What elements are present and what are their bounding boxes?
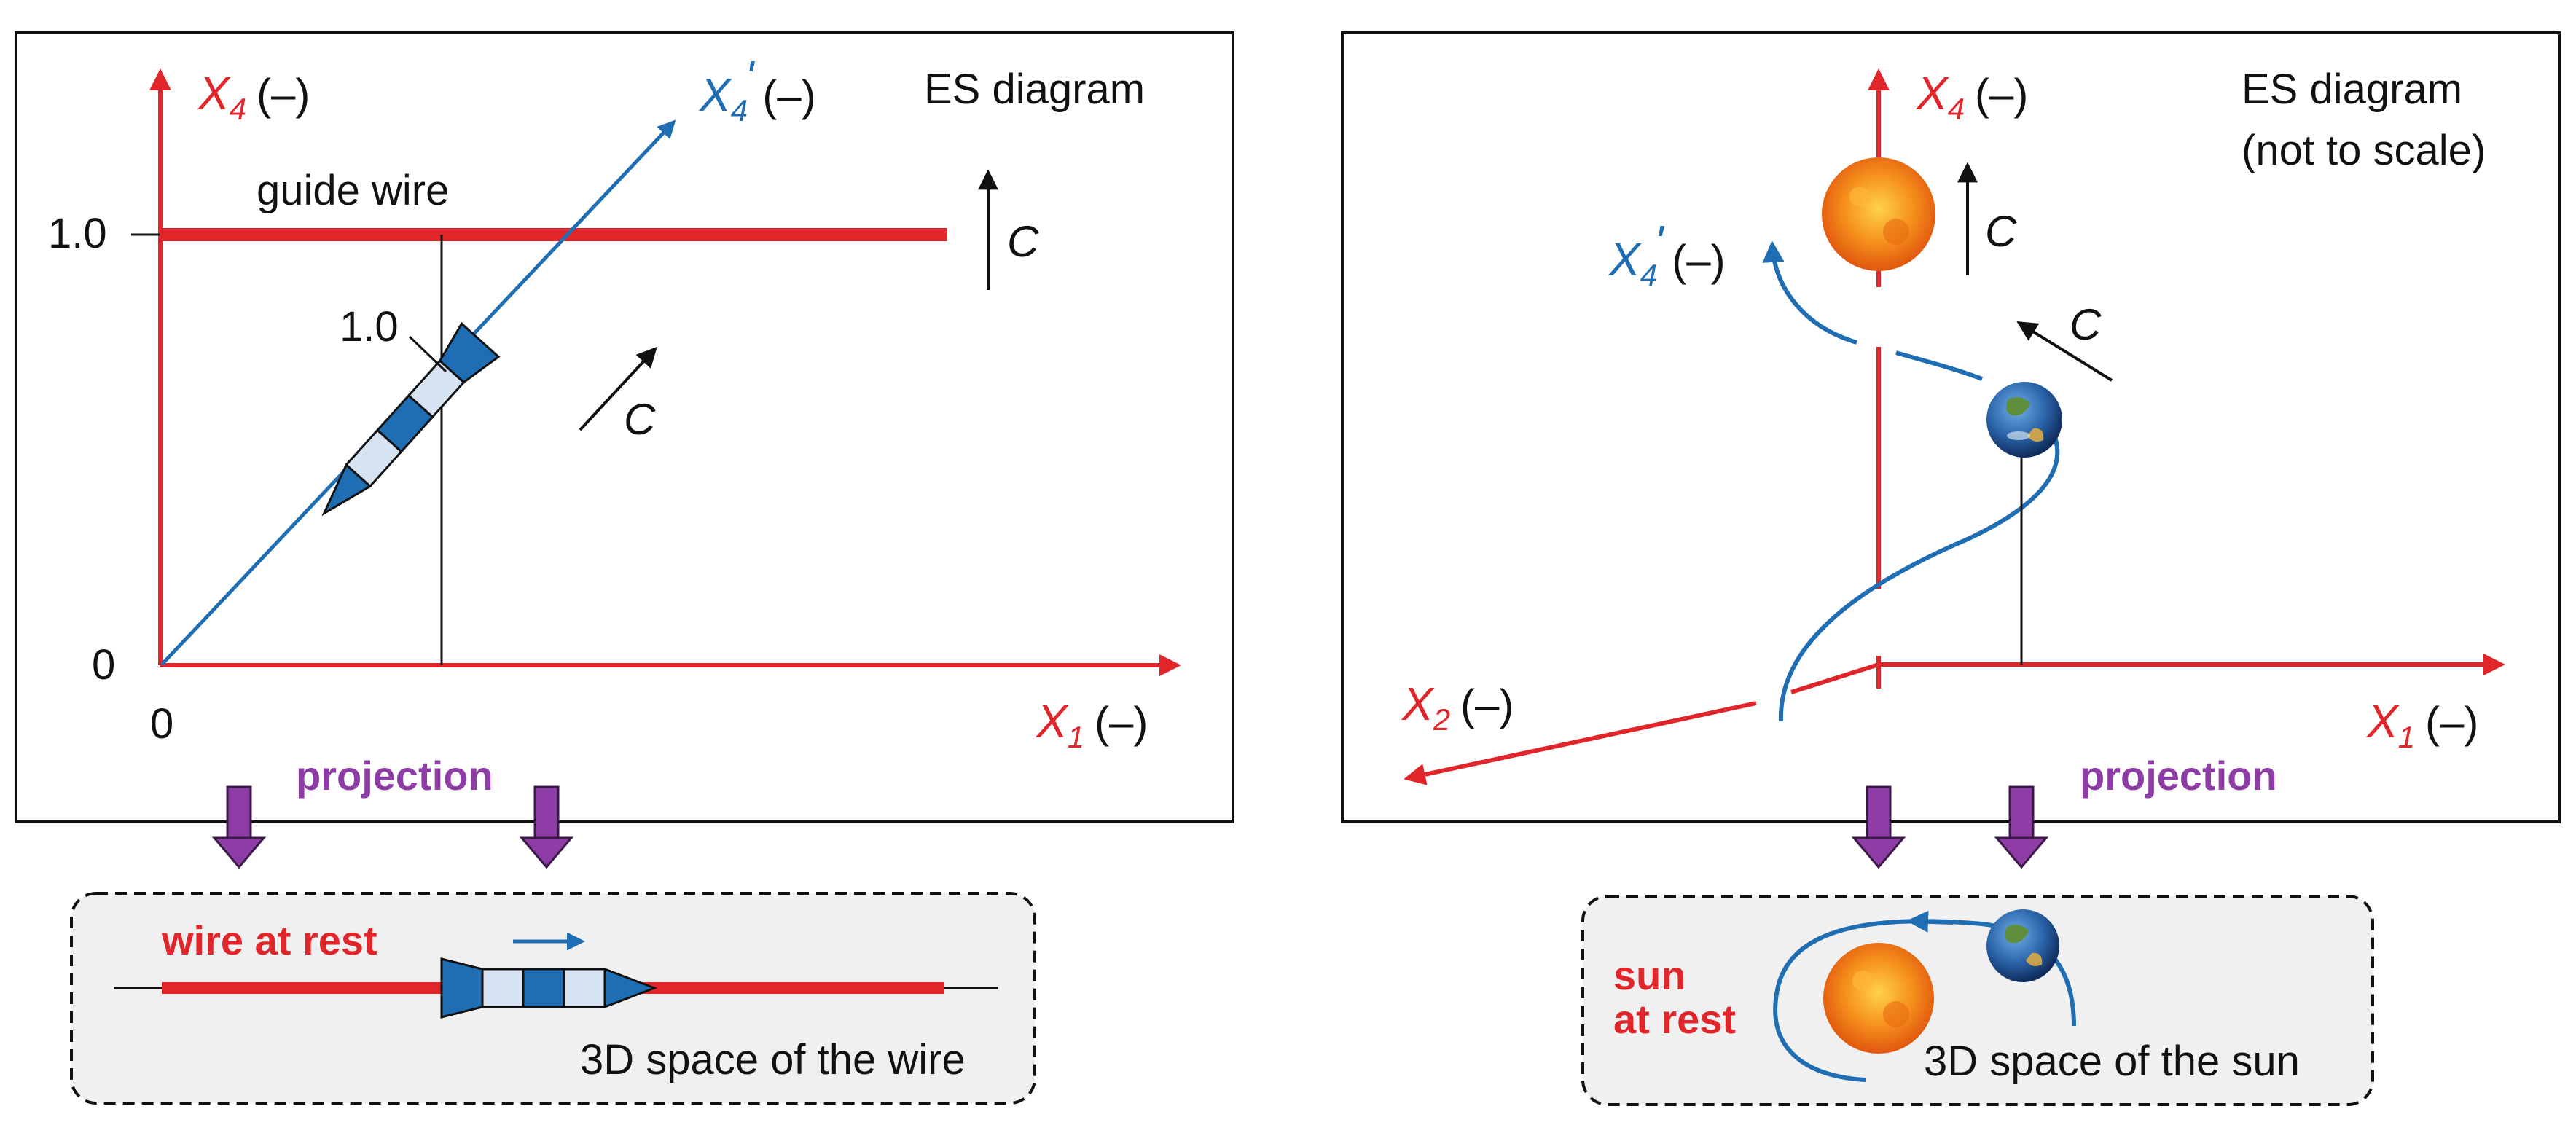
left-x1-label: X1(–) (1035, 695, 1148, 754)
right-c-label-top: C (1985, 207, 2017, 256)
left-projection-arrow-2 (519, 785, 574, 869)
left-x4p-label: X4'(–) (698, 51, 816, 128)
earth-icon (1986, 382, 2062, 458)
rocket-label: 1.0 (340, 303, 399, 350)
right-projection-label: projection (2080, 753, 2277, 799)
right-x4-label: X4(–) (1915, 67, 2028, 126)
right-c-arrow-mid (2016, 321, 2113, 382)
sun-at-rest-label-1: sun (1613, 952, 1686, 998)
rocket-horizontal-icon (440, 957, 658, 1019)
left-projection-label: projection (296, 753, 493, 799)
left-panel-frame (15, 31, 1234, 823)
earth-worldline-top (1762, 240, 1857, 345)
rocket-label-leader (408, 335, 447, 373)
guide-wire-label: guide wire (257, 167, 449, 214)
right-x2-label: X2(–) (1401, 678, 1514, 737)
left-space-label: 3D space of the wire (580, 1036, 966, 1083)
right-x1-label: X1(–) (2365, 695, 2478, 754)
right-c-label-mid: C (2070, 300, 2102, 349)
right-x2-axis-near (1790, 662, 1879, 694)
sun-at-rest-icon (1823, 943, 1934, 1054)
left-tick-0-y: 0 (92, 641, 115, 689)
left-panel-title: ES diagram (924, 66, 1145, 113)
right-panel-title-2: (not to scale) (2242, 127, 2486, 174)
right-projection-arrow-1 (1851, 785, 1906, 869)
left-c-label-mid: C (624, 395, 656, 444)
right-x2-axis-far (1404, 701, 1757, 785)
rocket-icon (321, 321, 501, 517)
sun-at-rest-label-2: at rest (1613, 996, 1736, 1042)
right-panel-frame (1341, 31, 2561, 823)
right-projection-arrow-2 (1994, 785, 2049, 869)
sun-icon (1822, 157, 1935, 271)
left-tick-1: 1.0 (48, 210, 107, 257)
earth-orbit-arrow (1906, 910, 1954, 933)
right-panel-title-1: ES diagram (2242, 66, 2462, 113)
left-c-label-top: C (1007, 217, 1039, 266)
wire-at-rest-label: wire at rest (161, 917, 377, 963)
right-space-label: 3D space of the sun (1924, 1038, 2300, 1085)
left-tick-0-x: 0 (150, 700, 173, 748)
left-projection-arrow-1 (211, 785, 267, 869)
right-space-box (1581, 895, 2374, 1106)
left-x4-label: X4(–) (197, 67, 310, 126)
right-x4p-label: X4'(–) (1608, 216, 1726, 292)
earth-worldline-upper (1895, 350, 1984, 381)
earth-orbit-icon (1986, 909, 2059, 982)
left-c-arrow-mid (579, 346, 657, 431)
